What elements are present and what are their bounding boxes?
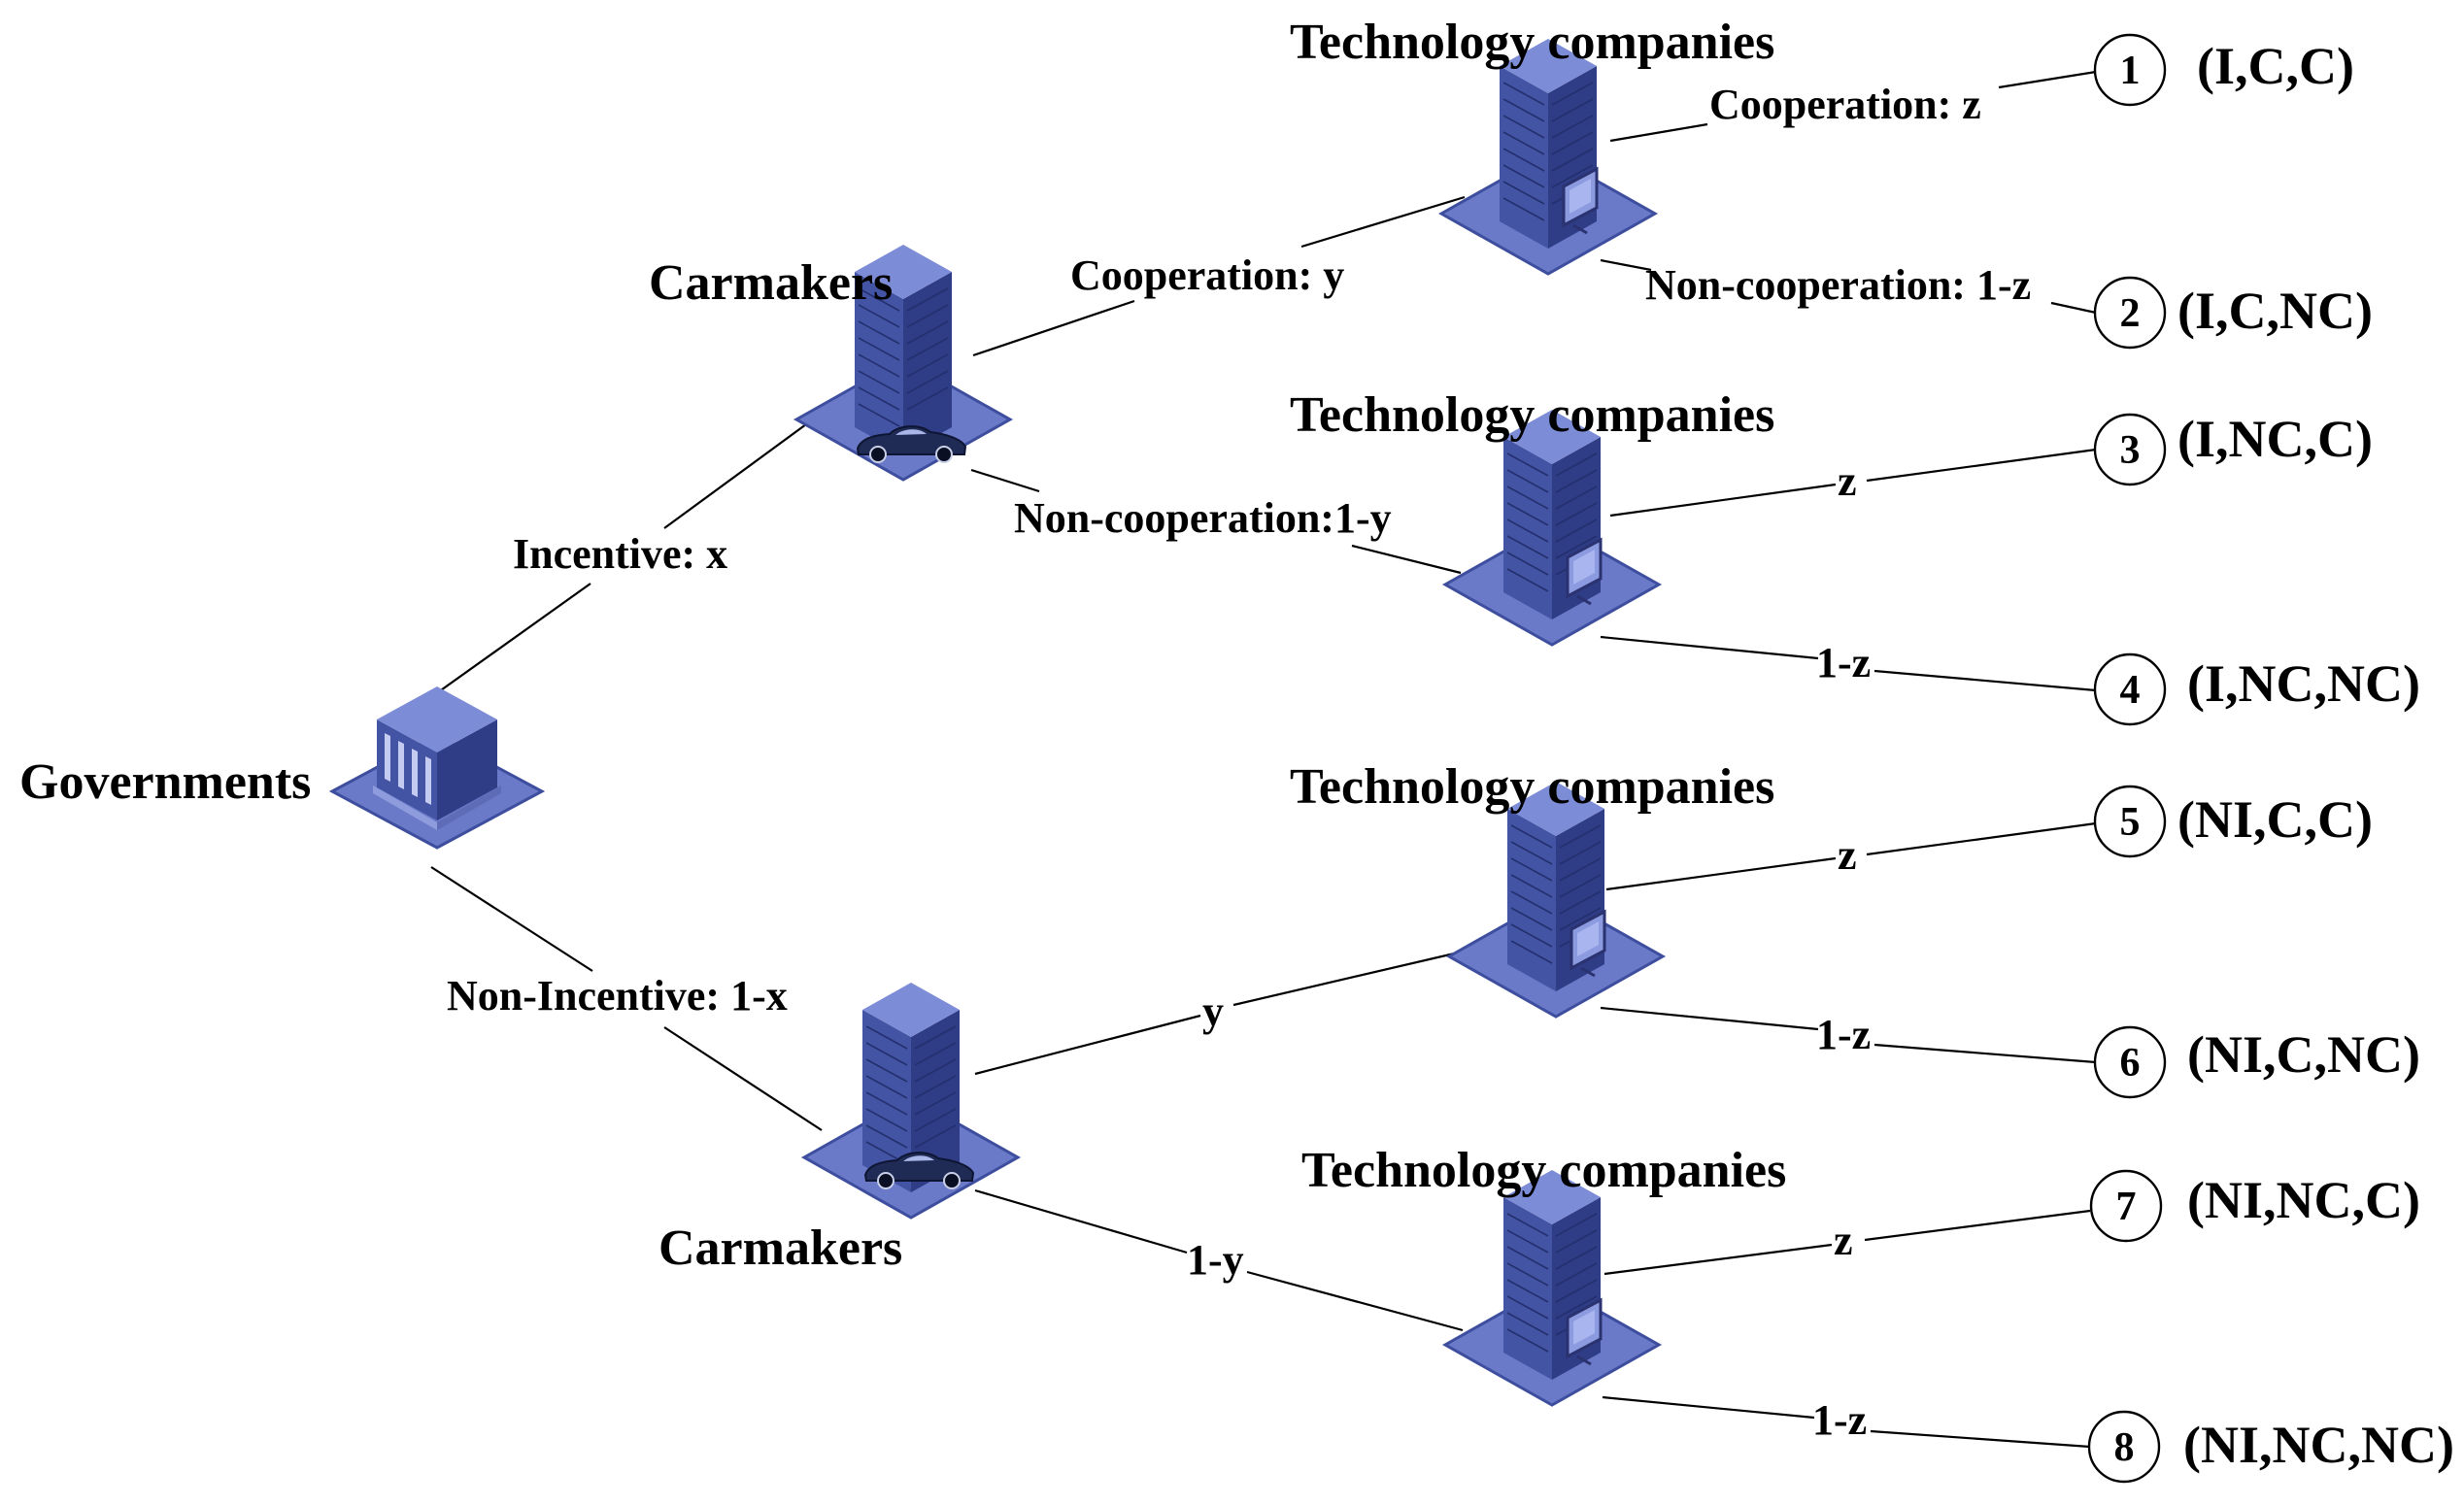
leaf-outcome: (NI,C,NC) — [2187, 1025, 2420, 1084]
governments-label: Governments — [19, 754, 311, 810]
leaf-outcome: (I,NC,NC) — [2187, 654, 2420, 713]
leaf-8: 8 (NI,NC,NC) — [2087, 1410, 2454, 1484]
edge-label-non-cooperation-z: Non-cooperation: 1-z — [1645, 261, 2031, 309]
government-building-icon: Government — [330, 685, 544, 860]
tech-companies-label-4: Technology companies — [1301, 1143, 1786, 1198]
leaf-number: 2 — [2120, 291, 2141, 336]
leaf-number: 4 — [2120, 668, 2141, 713]
tech-companies-label-1: Technology companies — [1290, 15, 1774, 70]
leaf-number: 1 — [2120, 49, 2141, 93]
edge-label-non-cooperation-y: Non-cooperation:1-y — [1014, 494, 1392, 542]
leaf-outcome: (NI,C,C) — [2177, 790, 2373, 849]
leaf-number: 8 — [2114, 1425, 2135, 1470]
tech-company-building-icon — [1443, 408, 1661, 647]
edge-label-z: z — [1834, 1217, 1853, 1264]
leaf-number: 3 — [2120, 428, 2141, 473]
leaf-number: 5 — [2120, 800, 2141, 845]
leaf-1: 1 (I,C,C) — [2093, 33, 2354, 107]
tech-companies-label-2: Technology companies — [1290, 387, 1774, 443]
carmakers-label-top: Carmakers — [649, 255, 893, 311]
tech-companies-label-3: Technology companies — [1290, 759, 1774, 815]
edge-label-z: z — [1838, 457, 1857, 505]
edge-label-z: z — [1838, 831, 1857, 879]
edge-label-cooperation-y: Cooperation: y — [1070, 251, 1344, 299]
edge-label-1-minus-z: 1-z — [1816, 1011, 1871, 1058]
leaf-number: 7 — [2116, 1185, 2137, 1229]
edge-label-1-minus-z: 1-z — [1816, 639, 1871, 686]
leaf-4: 4 (I,NC,NC) — [2093, 652, 2420, 726]
leaf-number: 6 — [2120, 1041, 2141, 1086]
tech-company-building-icon — [1439, 37, 1657, 276]
leaf-7: 7 (NI,NC,C) — [2089, 1169, 2420, 1243]
leaf-outcome: (NI,NC,NC) — [2183, 1416, 2454, 1474]
leaf-2: 2 (I,C,NC) — [2093, 276, 2373, 350]
leaf-outcome: (I,C,NC) — [2177, 282, 2373, 340]
leaf-outcome: (I,NC,C) — [2177, 410, 2373, 468]
leaf-outcome: (I,C,C) — [2197, 37, 2354, 95]
edge-label-cooperation-z: Cooperation: z — [1709, 81, 1981, 128]
tree-edges — [430, 70, 2097, 1449]
leaf-6: 6 (NI,C,NC) — [2093, 1025, 2420, 1099]
edge-label-non-incentive: Non-Incentive: 1-x — [447, 972, 788, 1020]
edge-label-y: y — [1202, 987, 1224, 1035]
leaf-outcome: (NI,NC,C) — [2187, 1171, 2420, 1229]
tech-company-building-icon — [1447, 780, 1665, 1019]
tech-company-building-icon — [1443, 1168, 1661, 1407]
edge-label-1-minus-y: 1-y — [1187, 1236, 1244, 1284]
carmakers-label-bottom: Carmakers — [658, 1221, 902, 1276]
edge-label-incentive: Incentive: x — [513, 530, 727, 578]
carmaker-building-icon — [802, 981, 1020, 1220]
edge-label-1-minus-z: 1-z — [1812, 1396, 1867, 1444]
leaf-5: 5 (NI,C,C) — [2093, 785, 2373, 858]
leaf-3: 3 (I,NC,C) — [2093, 410, 2373, 486]
